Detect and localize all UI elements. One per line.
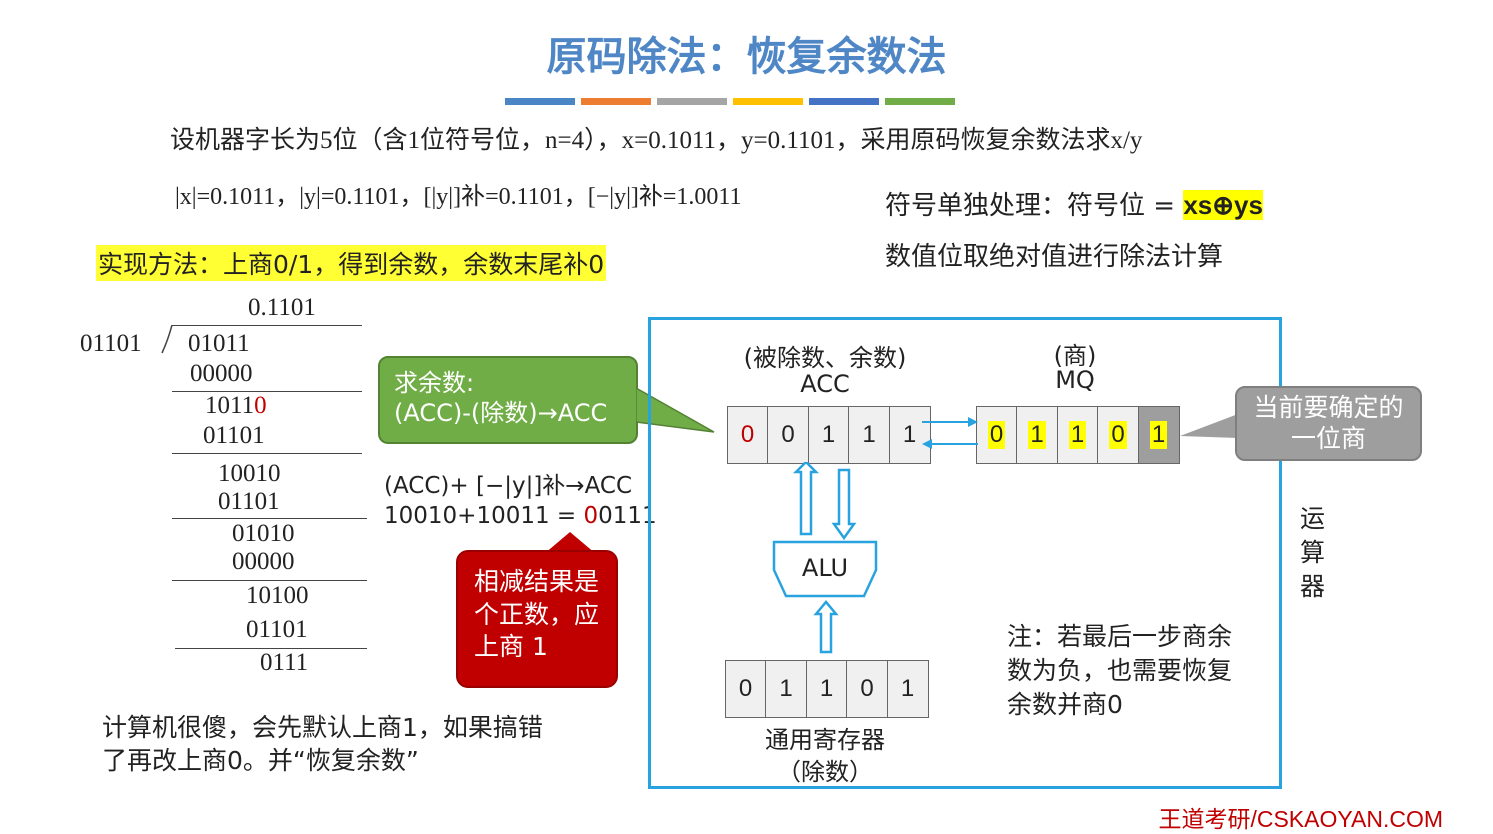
division-row: 00000 [190, 360, 253, 387]
acc-bit: 1 [888, 406, 931, 464]
subtraction-formula: 10010+10011 = 00111 [384, 503, 657, 529]
division-line [172, 580, 367, 581]
magnitude-rule: 数值位取绝对值进行除法计算 [885, 242, 1224, 272]
title-bar-orange [581, 98, 651, 105]
division-row: 10010 [218, 460, 281, 487]
alu-to-acc-arrow [792, 462, 820, 536]
mq-bit: 0 [1097, 406, 1139, 464]
register-bit: 0 [724, 660, 767, 718]
acc-caption: (被除数、余数) [743, 344, 907, 372]
division-row: 01101 [246, 616, 308, 643]
acc-bit: 0 [726, 406, 769, 464]
register-bit: 0 [846, 660, 888, 718]
division-line [172, 453, 362, 454]
division-row: 01011 [188, 330, 250, 357]
acc-label: ACC [800, 370, 850, 398]
general-register-label: 通用寄存器 [765, 726, 885, 754]
register-bit: 1 [886, 660, 929, 718]
division-line [172, 518, 367, 519]
division-bracket [161, 325, 173, 354]
division-row: 10100 [246, 582, 309, 609]
acc-to-alu-arrow [831, 468, 857, 541]
mq-register: 0 1 1 0 1 [975, 406, 1180, 464]
acc-bit: 0 [767, 406, 809, 464]
result-callout: 相减结果是个正数，应上商 1 [456, 550, 618, 688]
source-credit: 王道考研/CSKAOYAN.COM [1158, 806, 1443, 832]
general-register: 0 1 1 0 1 [724, 660, 929, 718]
problem-line-1: 设机器字长为5位（含1位符号位，n=4），x=0.1011，y=0.1101，采… [170, 127, 1143, 154]
title-bar-gray [657, 98, 727, 105]
division-line [172, 391, 362, 392]
divisor-caption: （除数） [777, 758, 873, 786]
current-bit-callout-pointer [1180, 414, 1238, 438]
mq-caption: (商) [1053, 342, 1097, 370]
title-bar-blue [505, 98, 575, 105]
alu-datapath [772, 462, 878, 654]
arithmetic-unit-box [648, 317, 1282, 789]
register-to-alu-arrow [813, 600, 839, 654]
title-bar-darkblue [809, 98, 879, 105]
arithmetic-unit-label: 运算器 [1300, 504, 1326, 601]
alu-label: ALU [801, 554, 849, 582]
current-bit-callout: 当前要确定的一位商 [1235, 386, 1422, 461]
problem-line-2: |x|=0.1011，|y|=0.1101，[|y|]补=0.1101，[−|y… [175, 184, 742, 210]
final-step-note: 注：若最后一步商余数为负，也需要恢复余数并商0 [1007, 622, 1233, 719]
acc-bit: 1 [807, 406, 850, 464]
remainder-callout-pointer [636, 387, 715, 433]
remainder-callout-formula: (ACC)-(除数)→ACC [394, 399, 608, 427]
divisor: 01101 [80, 330, 142, 357]
division-row: 0111 [260, 649, 309, 676]
alu-shape [772, 540, 878, 598]
division-line [175, 648, 367, 649]
division-row: 01101 [203, 422, 265, 449]
register-bit: 1 [765, 660, 807, 718]
title-bar-green [885, 98, 955, 105]
acc-bit: 1 [848, 406, 890, 464]
sign-rule-label: 符号单独处理：符号位 = [885, 191, 1184, 221]
mq-bit: 1 [1056, 406, 1099, 464]
mq-bit-current: 1 [1137, 406, 1180, 464]
sign-rule: 符号单独处理：符号位 = xs⊕ys [885, 185, 1263, 222]
acc-mq-transfer-arrows [922, 417, 978, 449]
mq-bit: 1 [1016, 406, 1058, 464]
explanation-text: 计算机很傻，会先默认上商1，如果搞错了再改上商0。并“恢复余数” [102, 713, 543, 775]
division-row: 01010 [232, 520, 295, 547]
title-bar-yellow [733, 98, 803, 105]
sign-xor-expression: xs⊕ys [1183, 190, 1263, 220]
result-callout-pointer [544, 532, 596, 554]
division-bar-top [172, 325, 362, 326]
division-row: 01101 [218, 488, 280, 515]
remainder-callout: 求余数: (ACC)-(除数)→ACC [378, 356, 638, 444]
remainder-callout-title: 求余数: [394, 369, 475, 397]
acc-register: 0 0 1 1 1 [726, 406, 931, 464]
page-title: 原码除法：恢复余数法 [546, 34, 947, 80]
title-color-bars [505, 98, 955, 105]
mq-bit: 0 [975, 406, 1018, 464]
quotient: 0.1101 [248, 294, 316, 321]
acc-formula: (ACC)+ [−|y|]补→ACC [384, 473, 633, 499]
method-highlight: 实现方法：上商0/1，得到余数，余数末尾补0 [96, 245, 607, 281]
division-row: 10110 [205, 392, 267, 419]
mq-label: MQ [1055, 366, 1095, 394]
division-row: 00000 [232, 548, 295, 575]
register-bit: 1 [805, 660, 848, 718]
